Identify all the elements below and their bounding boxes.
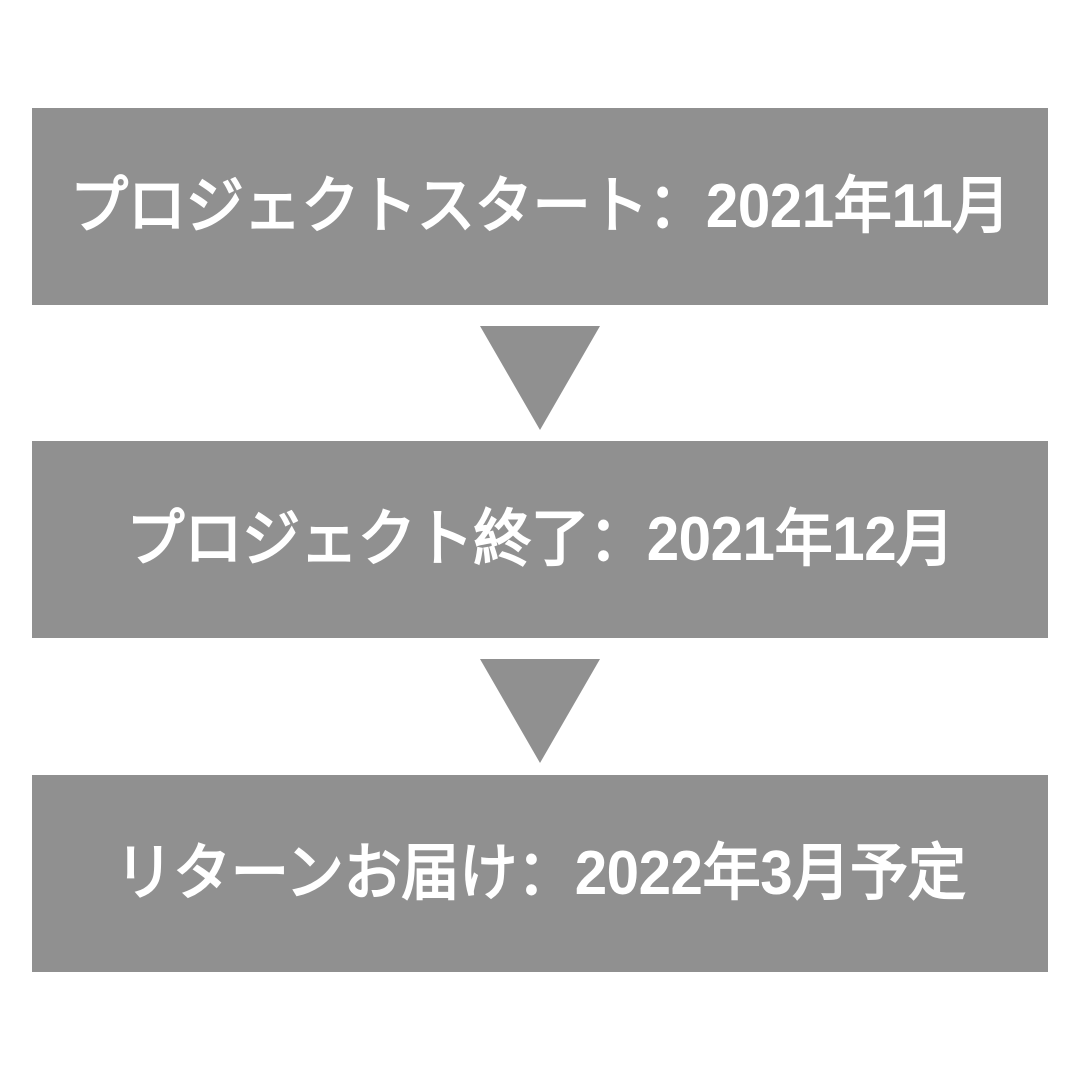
triangle-down-icon — [480, 659, 600, 763]
timeline-step-2-label: プロジェクト終了：2021年12月 — [126, 504, 954, 574]
timeline-step-1-label: プロジェクトスタート：2021年11月 — [70, 171, 1010, 241]
timeline-step-1: プロジェクトスタート：2021年11月 — [32, 108, 1048, 305]
timeline-step-2: プロジェクト終了：2021年12月 — [32, 441, 1048, 638]
timeline-step-3: リターンお届け：2022年3月予定 — [32, 775, 1048, 972]
triangle-down-icon — [480, 326, 600, 430]
timeline-step-3-label: リターンお届け：2022年3月予定 — [114, 838, 966, 908]
